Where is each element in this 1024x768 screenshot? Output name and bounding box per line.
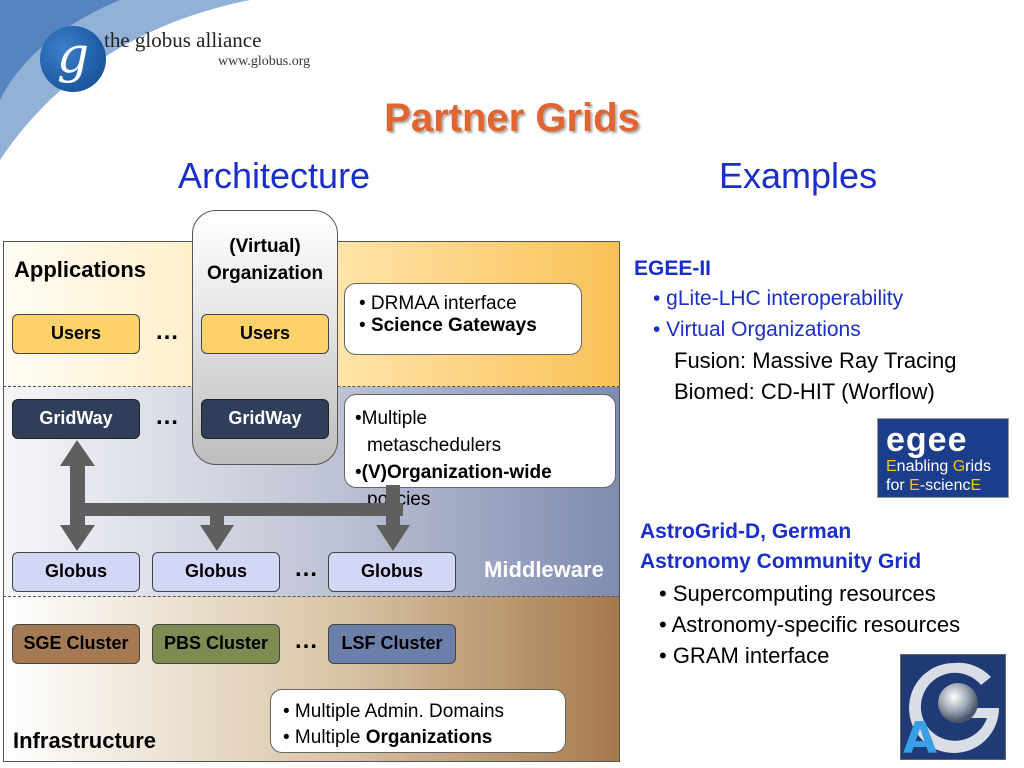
applications-label: Applications: [14, 257, 147, 282]
gridway-box: GridWay: [12, 399, 140, 439]
egee-title: EGEE-II: [634, 257, 712, 280]
astrogrid-item: • Astronomy-specific resources: [659, 612, 961, 637]
ellipsis: …: [155, 318, 179, 345]
users-box: Users: [201, 314, 329, 354]
sge-cluster-box: SGE Cluster: [12, 624, 140, 664]
infrastructure-features-note: • Multiple Admin. Domains • Multiple Org…: [270, 689, 566, 753]
globus-box: Globus: [152, 552, 280, 592]
globus-box: Globus: [12, 552, 140, 592]
lsf-cluster-box: LSF Cluster: [328, 624, 456, 664]
logo-text: the globus alliance: [104, 28, 262, 52]
astrogrid-logo-letter: A: [903, 713, 938, 760]
virtual-organization-label: (Virtual) Organization: [206, 236, 324, 284]
ellipsis: …: [294, 627, 318, 654]
ellipsis: …: [294, 555, 318, 582]
astrogrid-logo: A: [900, 654, 1006, 760]
page-title: Partner Grids: [384, 96, 640, 140]
egee-item: • gLite-LHC interoperability: [653, 287, 904, 310]
egee-item: • Virtual Organizations: [653, 318, 861, 341]
globus-box: Globus: [328, 552, 456, 592]
egee-logo: egee Enabling Grids for E-sciencE: [877, 418, 1009, 498]
logo-url: www.globus.org: [218, 54, 311, 69]
users-box: Users: [12, 314, 140, 354]
egee-sub-item: Biomed: CD-HIT (Worflow): [674, 379, 935, 404]
pbs-cluster-box: PBS Cluster: [152, 624, 280, 664]
astrogrid-item: • GRAM interface: [659, 643, 830, 668]
examples-heading: Examples: [719, 155, 878, 196]
middleware-features-note: •Multiple metaschedulers •(V)Organizatio…: [344, 394, 616, 510]
astrogrid-logo-icon: [909, 662, 999, 753]
infrastructure-label: Infrastructure: [13, 728, 157, 753]
architecture-heading: Architecture: [178, 155, 371, 196]
astrogrid-item: • Supercomputing resources: [659, 581, 936, 606]
globus-logo-icon: g: [40, 26, 106, 92]
egee-sub-item: Fusion: Massive Ray Tracing: [674, 348, 957, 373]
astrogrid-title: AstroGrid-D, German: [640, 520, 852, 543]
astrogrid-title: Astronomy Community Grid: [640, 550, 922, 573]
ellipsis: …: [155, 403, 179, 430]
gridway-box: GridWay: [201, 399, 329, 439]
layer-divider: [3, 596, 620, 597]
middleware-label: Middleware: [484, 557, 604, 582]
app-features-note: • DRMAA interface • Science Gateways: [344, 283, 582, 355]
